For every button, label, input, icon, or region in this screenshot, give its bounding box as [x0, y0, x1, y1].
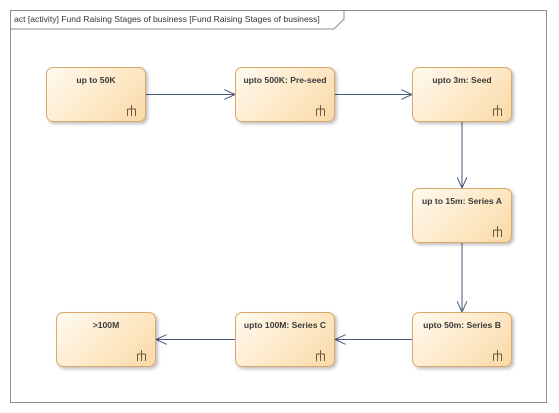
activity-node[interactable]: upto 50m: Series B: [412, 312, 512, 367]
rake-icon: [316, 103, 325, 116]
rake-icon: [493, 348, 502, 361]
rake-icon: [316, 348, 325, 361]
activity-node[interactable]: upto 500K: Pre-seed: [235, 67, 335, 122]
activity-node-label: upto 50m: Series B: [423, 320, 501, 330]
activity-node[interactable]: up to 50K: [46, 67, 146, 122]
rake-icon: [493, 224, 502, 237]
rake-icon: [137, 348, 146, 361]
activity-node[interactable]: up to 15m: Series A: [412, 188, 512, 243]
activity-node[interactable]: >100M: [56, 312, 156, 367]
frame-title: act [activity] Fund Raising Stages of bu…: [14, 14, 320, 24]
rake-icon: [127, 103, 136, 116]
rake-icon: [493, 103, 502, 116]
activity-node-label: up to 50K: [76, 75, 116, 85]
activity-node-label: upto 500K: Pre-seed: [243, 75, 327, 85]
activity-node[interactable]: upto 100M: Series C: [235, 312, 335, 367]
activity-node-label: >100M: [92, 320, 120, 330]
activity-node-label: upto 100M: Series C: [243, 320, 327, 330]
activity-node[interactable]: upto 3m: Seed: [412, 67, 512, 122]
activity-node-label: upto 3m: Seed: [432, 75, 492, 85]
activity-node-label: up to 15m: Series A: [422, 196, 502, 206]
